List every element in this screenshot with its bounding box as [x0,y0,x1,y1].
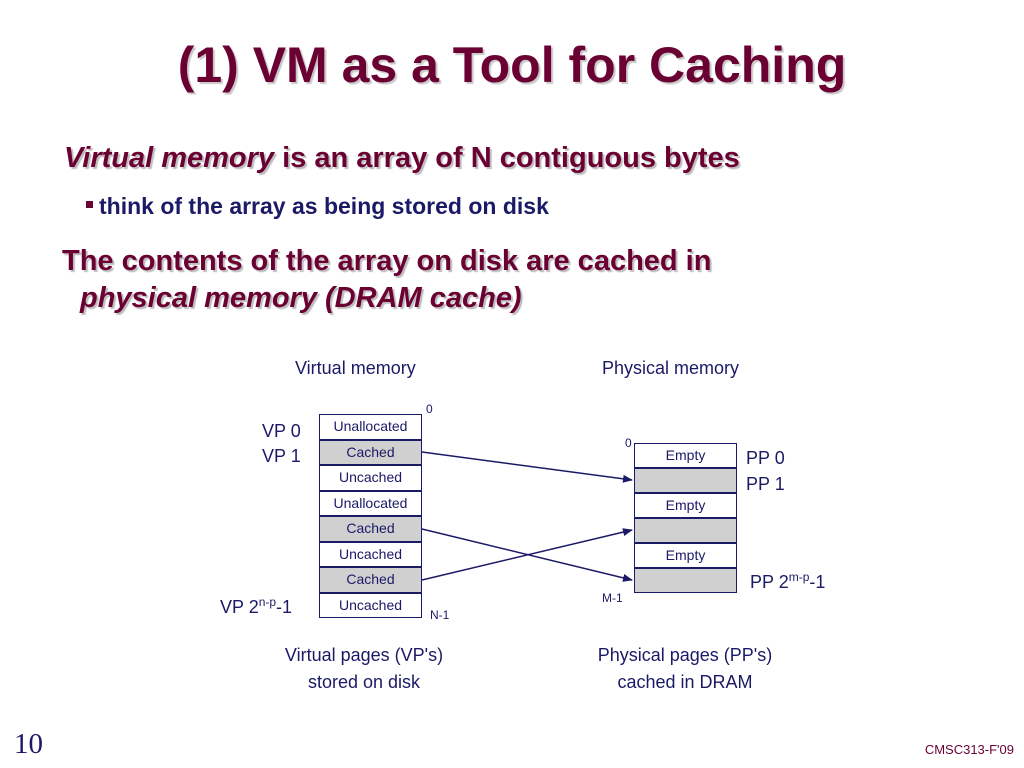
virtual-page-cell: Uncached [319,593,422,618]
bullet-contents-line1: The contents of the array on disk are ca… [62,245,712,277]
bullet-virtual-memory-rest: is an array of N contiguous bytes [274,142,740,174]
mapping-arrow-vp1-pp1 [421,451,633,483]
vp0-label: VP 0 [262,421,301,441]
sub-bullet-disk: think of the array as being stored on di… [86,193,549,220]
virtual-page-cell: Cached [319,516,422,542]
physical-page-cell: Empty [634,493,737,518]
pp1-label: PP 1 [746,474,785,494]
pp-last-suffix: -1 [809,572,826,592]
vp-last-label: VP 2n-p-1 [220,595,292,618]
vp-last-base: VP 2 [220,597,259,617]
physical-page-cell: Empty [634,443,737,468]
slide-title: (1) VM as a Tool for Caching [177,37,847,93]
physical-caption-line2: cached in DRAM [617,672,753,692]
virtual-memory-header: Virtual memory [295,358,416,378]
pp-last-exponent: m-p [788,570,810,584]
vp-last-suffix: -1 [276,597,293,617]
bullet-virtual-memory-italic: Virtual memory [64,142,275,174]
sub-bullet-text: think of the array as being stored on di… [99,193,549,219]
course-footer: CMSC313-F'09 [924,742,1014,757]
bullet-virtual-memory: Virtual memory is an array of N contiguo… [64,142,740,175]
virtual-page-cell: Cached [319,567,422,593]
physical-caption-line1: Physical pages (PP's) [597,645,773,665]
virtual-page-cell: Uncached [319,465,422,491]
virtual-caption-line2: stored on disk [307,672,421,692]
vp-last-exponent: n-p [258,595,277,609]
virtual-page-cell: Unallocated [319,414,422,440]
slide-page-number: 10 [14,728,43,760]
physical-page-cell [634,468,737,493]
physical-top-address: 0 [625,436,632,450]
virtual-page-cell: Uncached [319,542,422,567]
pp0-label: PP 0 [746,448,785,468]
physical-page-cell [634,568,737,593]
vp1-label: VP 1 [262,446,301,466]
bullet-contents-line2: physical memory (DRAM cache) [80,282,522,314]
mapping-arrow-vp6-pp3 [421,528,633,581]
pp-last-base: PP 2 [750,572,789,592]
virtual-caption-line1: Virtual pages (VP's) [284,645,444,665]
virtual-page-cell: Cached [319,440,422,465]
virtual-page-cell: Unallocated [319,491,422,516]
physical-memory-header: Physical memory [602,358,740,378]
square-bullet-icon [86,201,93,209]
virtual-top-address: 0 [426,402,433,416]
physical-bottom-address: M-1 [602,591,623,605]
pp-last-label: PP 2m-p-1 [750,570,825,593]
physical-page-cell [634,518,737,543]
virtual-bottom-address: N-1 [430,608,450,622]
physical-page-cell: Empty [634,543,737,568]
